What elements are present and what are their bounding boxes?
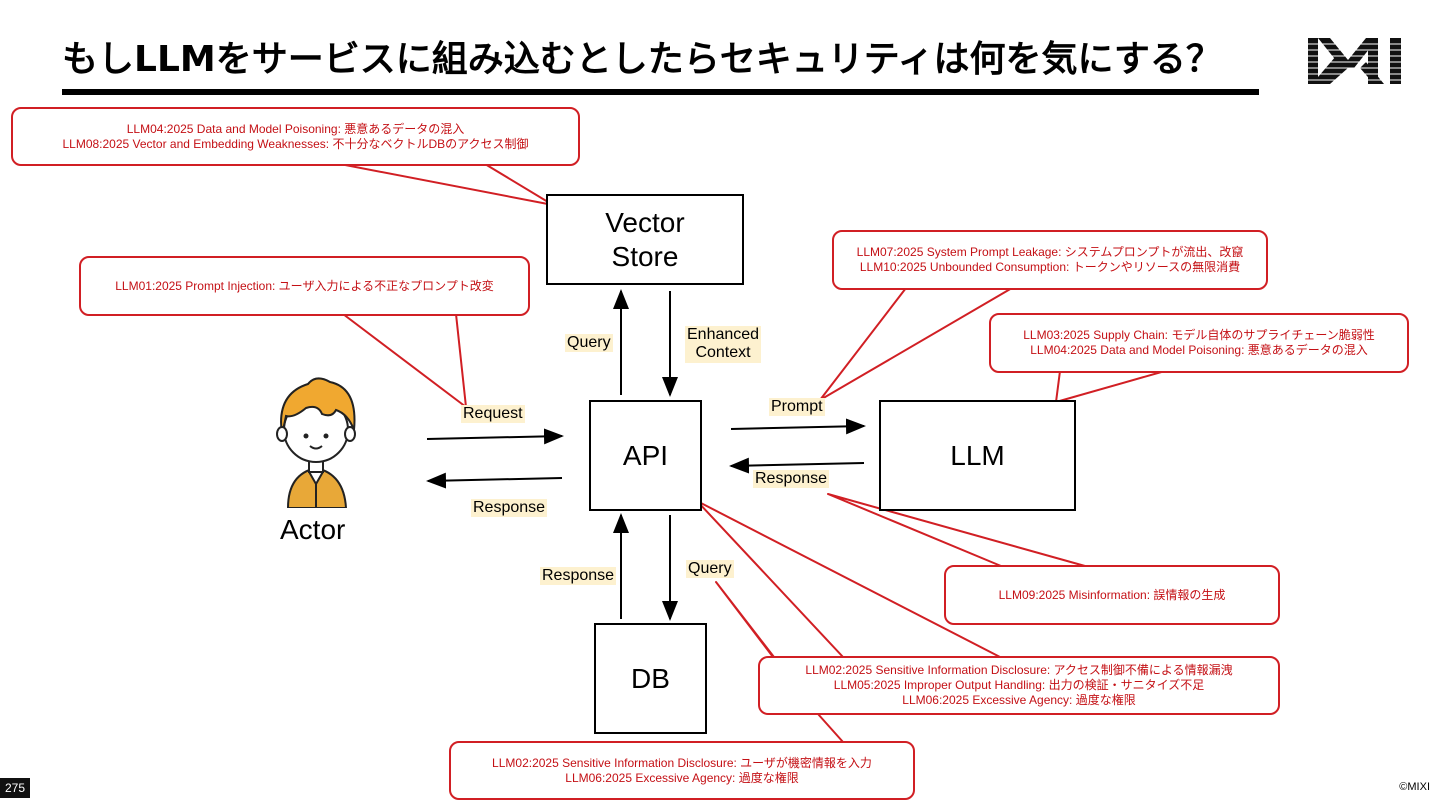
actor-icon [276, 377, 356, 508]
copyright: ©MIXI [1399, 781, 1430, 793]
actor-label: Actor [280, 514, 346, 545]
callout-line: LLM09:2025 Misinformation: 誤情報の生成 [998, 587, 1226, 602]
callout-line: LLM03:2025 Supply Chain: モデル自体のサプライチェーン脆… [1023, 328, 1375, 342]
pointer-vector-store [339, 163, 554, 206]
page-title: もしLLMをサービスに組み込むとしたらセキュリティは何を気にする？ [62, 39, 1222, 80]
callout-line: LLM05:2025 Improper Output Handling: 出力の… [833, 678, 1205, 692]
callout-line: LLM07:2025 System Prompt Leakage: システムプロ… [856, 245, 1244, 259]
enhanced-context-line1: Enhanced [687, 326, 760, 343]
vector-store-node[interactable]: Vector Store [546, 194, 744, 285]
request-arrow [426, 428, 564, 445]
callout-prompt-injection: LLM01:2025 Prompt Injection: ユーザ入力による不正な… [79, 256, 530, 316]
title-underline [62, 89, 1259, 95]
llm-node[interactable]: LLM [879, 400, 1076, 511]
db-node[interactable]: DB [594, 623, 707, 734]
response-actor-label: Response [471, 499, 548, 518]
enhanced-context-line2: Context [695, 344, 751, 362]
callout-api-output: LLM02:2025 Sensitive Information Disclos… [758, 656, 1280, 715]
callout-line: LLM10:2025 Unbounded Consumption: トークンやリ… [859, 260, 1241, 274]
pointer-supply-chain [1055, 370, 1166, 403]
callout-line: LLM08:2025 Vector and Embedding Weakness… [62, 136, 529, 151]
pointer-prompt-leakage [819, 287, 1013, 401]
callout-line: LLM06:2025 Excessive Agency: 過度な権限 [902, 693, 1136, 707]
query-vector-label: Query [565, 334, 613, 353]
callout-vector-store: LLM04:2025 Data and Model Poisoning: 悪意あ… [11, 107, 580, 166]
callout-db-query: LLM02:2025 Sensitive Information Disclos… [449, 741, 915, 800]
response-llm-arrow [729, 457, 865, 474]
prompt-arrow [730, 418, 866, 435]
response-db-label: Response [540, 567, 617, 586]
prompt-label: Prompt [769, 398, 825, 417]
api-node[interactable]: API [589, 400, 702, 511]
request-label: Request [461, 405, 525, 424]
callout-misinformation: LLM09:2025 Misinformation: 誤情報の生成 [944, 565, 1280, 625]
callout-line: LLM04:2025 Data and Model Poisoning: 悪意あ… [1030, 343, 1368, 357]
response-llm-label: Response [753, 470, 830, 489]
callout-line: LLM02:2025 Sensitive Information Disclos… [492, 755, 872, 770]
callout-line: LLM04:2025 Data and Model Poisoning: 悪意あ… [126, 121, 465, 136]
mixi-logo [1308, 38, 1404, 84]
page-number: 275 [0, 778, 30, 798]
query-db-label: Query [686, 560, 734, 579]
callout-line: LLM02:2025 Sensitive Information Disclos… [805, 663, 1233, 677]
callout-line: LLM01:2025 Prompt Injection: ユーザ入力による不正な… [115, 278, 494, 293]
callout-line: LLM06:2025 Excessive Agency: 過度な権限 [565, 770, 799, 785]
enhanced-context-label: Enhanced Context [685, 326, 762, 363]
response-arrow-actor [426, 472, 563, 489]
callout-prompt-leakage: LLM07:2025 System Prompt Leakage: システムプロ… [832, 230, 1268, 290]
callout-supply-chain: LLM03:2025 Supply Chain: モデル自体のサプライチェーン脆… [989, 313, 1409, 373]
